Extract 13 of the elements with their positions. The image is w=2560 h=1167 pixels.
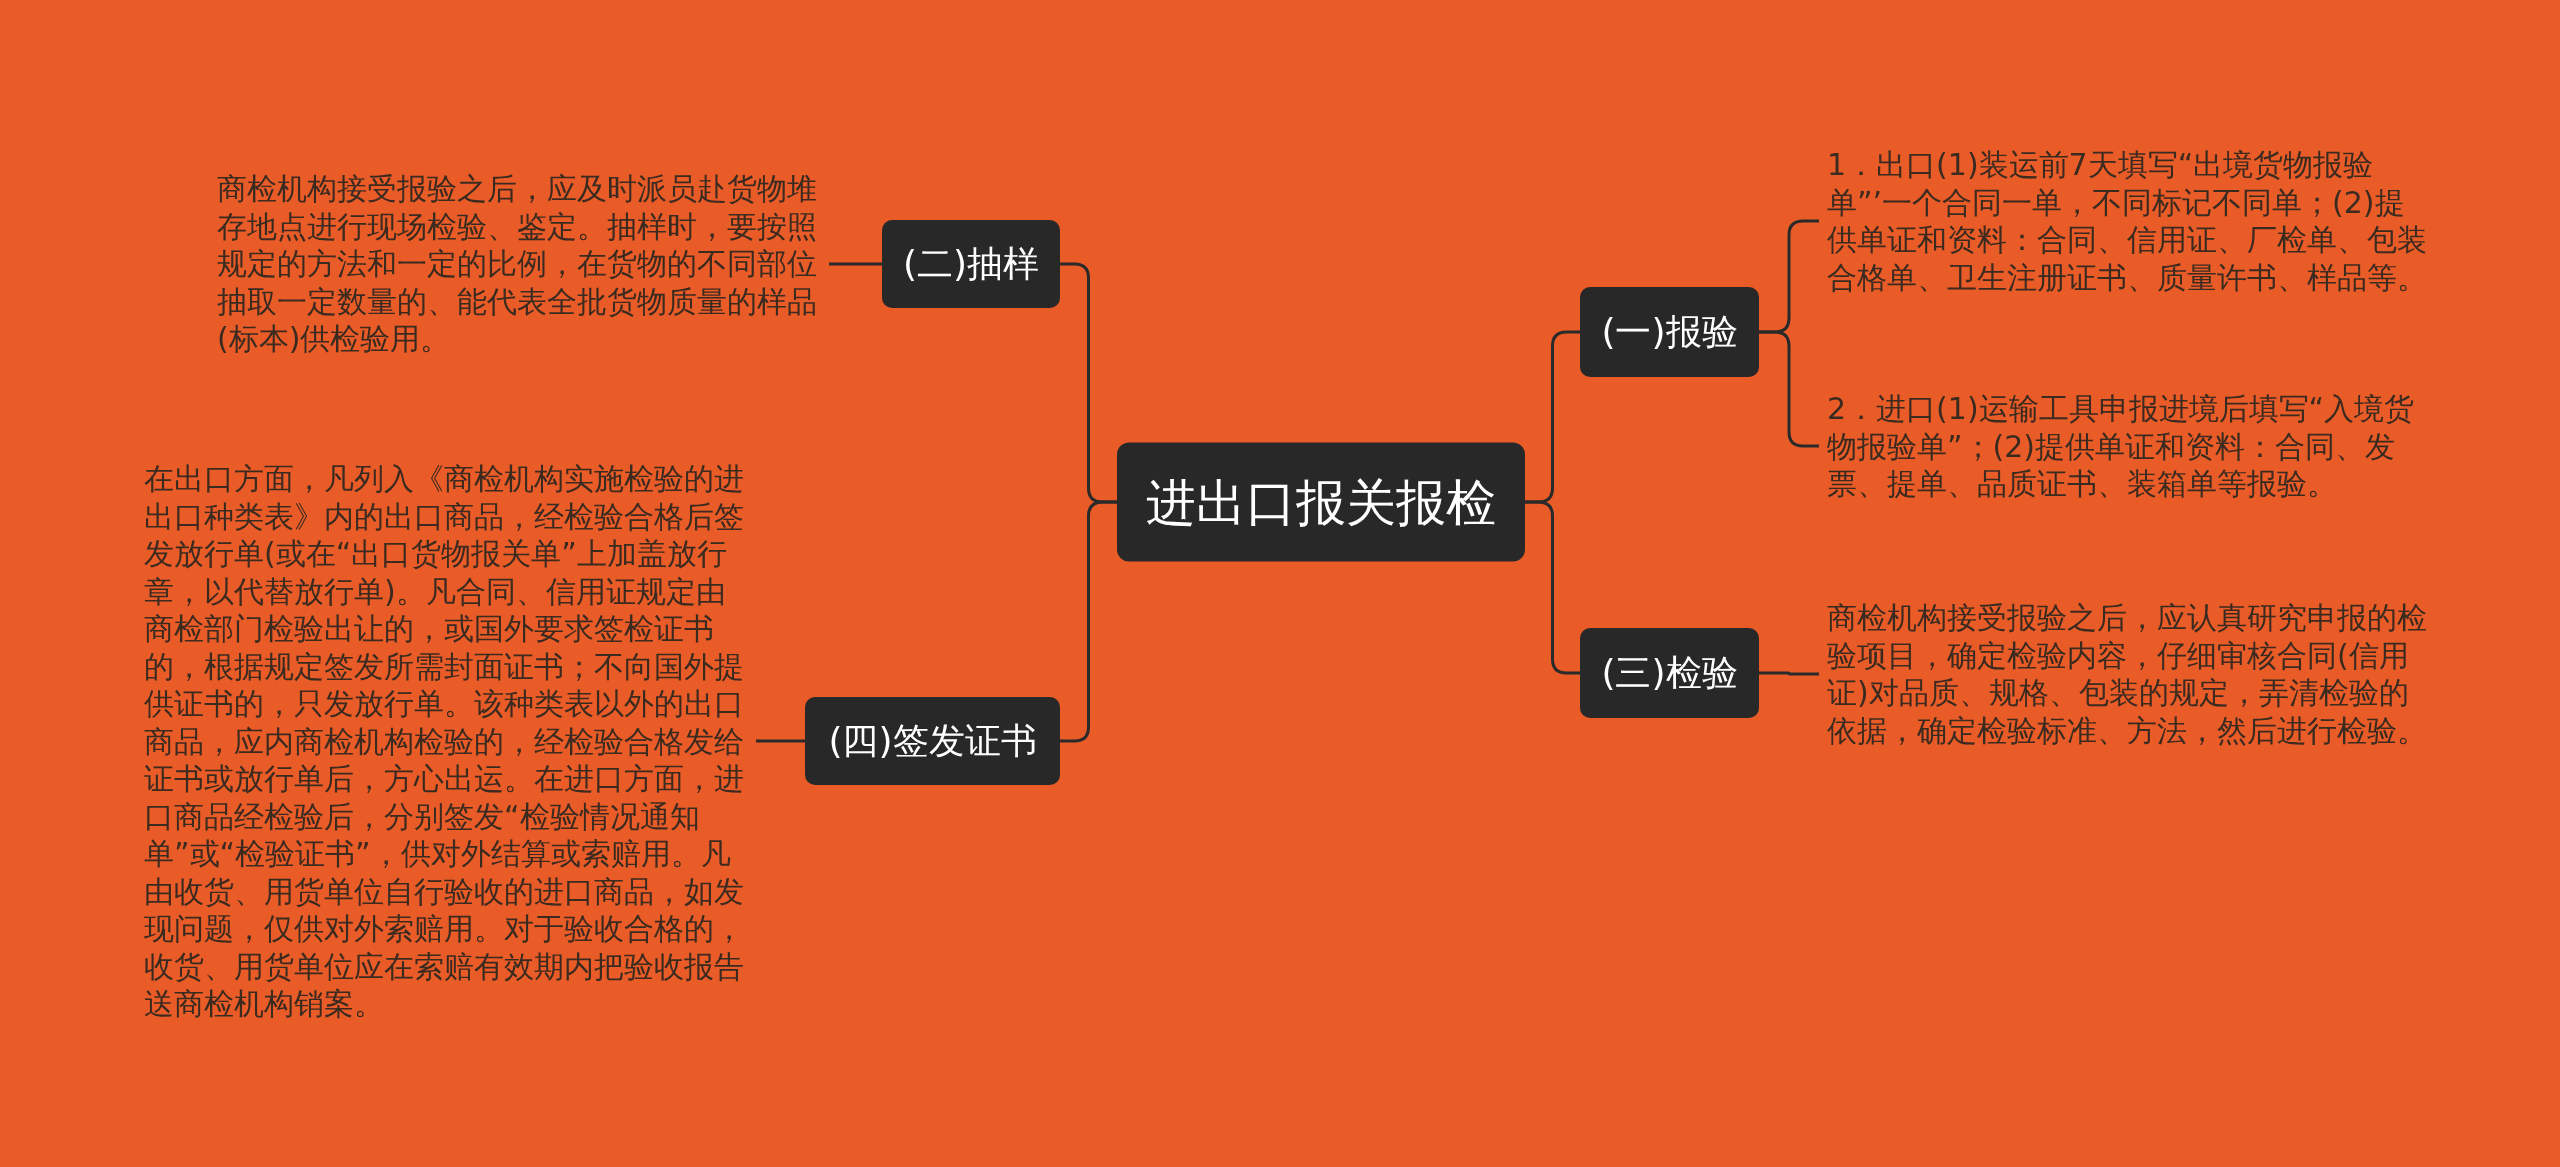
note-text: 2．进口(1)运输工具申报进境后填写“入境货物报验单”；(2)提供单证和资料：合同、发票、提单、品质证书、装箱单等报验。 xyxy=(1819,389,2439,503)
subtopic: (二)抽样 xyxy=(882,220,1060,308)
note-text: 商检机构接受报验之后，应认真研究申报的检验项目，确定检验内容，仔细审核合同(信用证)对品质、规格、包装的规定，弄清检验的依据，确定检验标准、方法，然后进行检验。 xyxy=(1819,599,2439,749)
note-text: 在出口方面，凡列入《商检机构实施检验的进出口种类表》内的出口商品，经检验合格后签发放行单(或在“出口货物报关单”上加盖放行章，以代替放行单)。凡合同、信用证规定由商检部门检验出让的，或国外要求签检证书的，根据规定签发所需封面证书；不向国外提供证书的，只发放行单。该种类表以外的出口商品，应内商检机构检验的，经检验合格发给证书或放行单后，方心出运。在进口方面，进口商品经检验后，分别签发“检验情况通知单”或“检验证书”，供对外结算或索赔用。凡由收货、用货单位自行验收的进口商品，如发现问题，仅供对外索赔用。对于验收合格的，收货、用货单位应在索赔有效期内把验收报告送商检机构销案。 xyxy=(136,459,756,1023)
subtopic: (一)报验 xyxy=(1580,287,1759,377)
connector-line xyxy=(756,739,805,743)
note-text: 商检机构接受报验之后，应及时派员赴货物堆存地点进行现场检验、鉴定。抽样时，要按照规定的方法和一定的比例，在货物的不同部位抽取一定数量的、能代表全批货物质量的样品(标本)供检验用。 xyxy=(209,170,829,358)
note-text: 1．出口(1)装运前7天填写“出境货物报验单”’一个合同一单，不同标记不同单；(2)提供单证和资料：合同、信用证、厂检单、包装合格单、卫生注册证书、质量许书、样品等。 xyxy=(1819,146,2439,296)
central-topic: 进出口报关报检 xyxy=(1117,442,1525,562)
subtopic: (三)检验 xyxy=(1580,628,1759,718)
subtopic: (四)签发证书 xyxy=(805,697,1060,785)
connector-line xyxy=(1759,671,1819,676)
connector-line xyxy=(829,262,882,266)
